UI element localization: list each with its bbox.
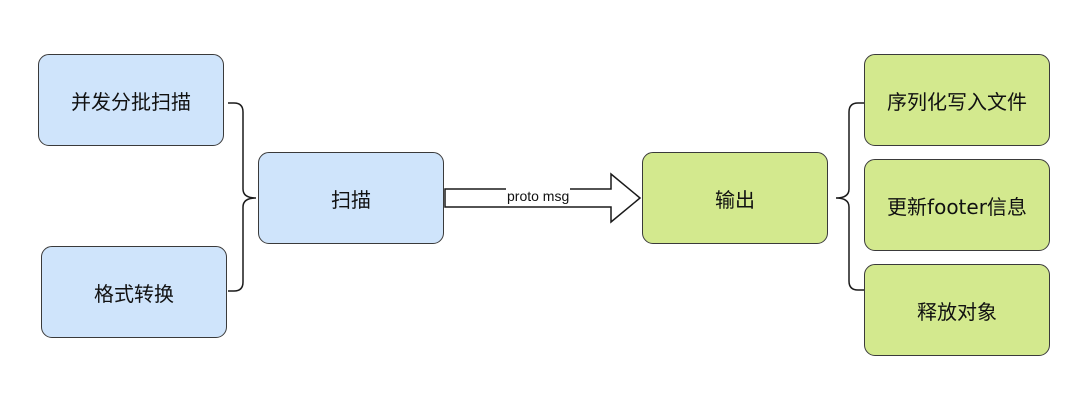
node-label: 格式转换 (94, 281, 174, 306)
node-release-objects: 释放对象 (864, 264, 1050, 356)
node-label: 扫描 (331, 187, 371, 212)
right-split-brace (835, 102, 864, 291)
edge-label-proto-msg: proto msg (506, 188, 571, 204)
node-update-footer: 更新footer信息 (864, 159, 1050, 251)
node-serialize-write: 序列化写入文件 (864, 54, 1050, 146)
node-label: 更新footer信息 (887, 194, 1027, 219)
node-format-convert: 格式转换 (41, 246, 227, 338)
node-output: 输出 (642, 152, 828, 244)
node-label: 输出 (715, 187, 755, 212)
node-label: 序列化写入文件 (887, 89, 1027, 114)
node-label: 释放对象 (917, 299, 997, 324)
left-merge-brace (228, 102, 257, 292)
node-scan: 扫描 (258, 152, 444, 244)
node-label: 并发分批扫描 (71, 89, 191, 114)
node-concurrent-batch-scan: 并发分批扫描 (38, 54, 224, 146)
